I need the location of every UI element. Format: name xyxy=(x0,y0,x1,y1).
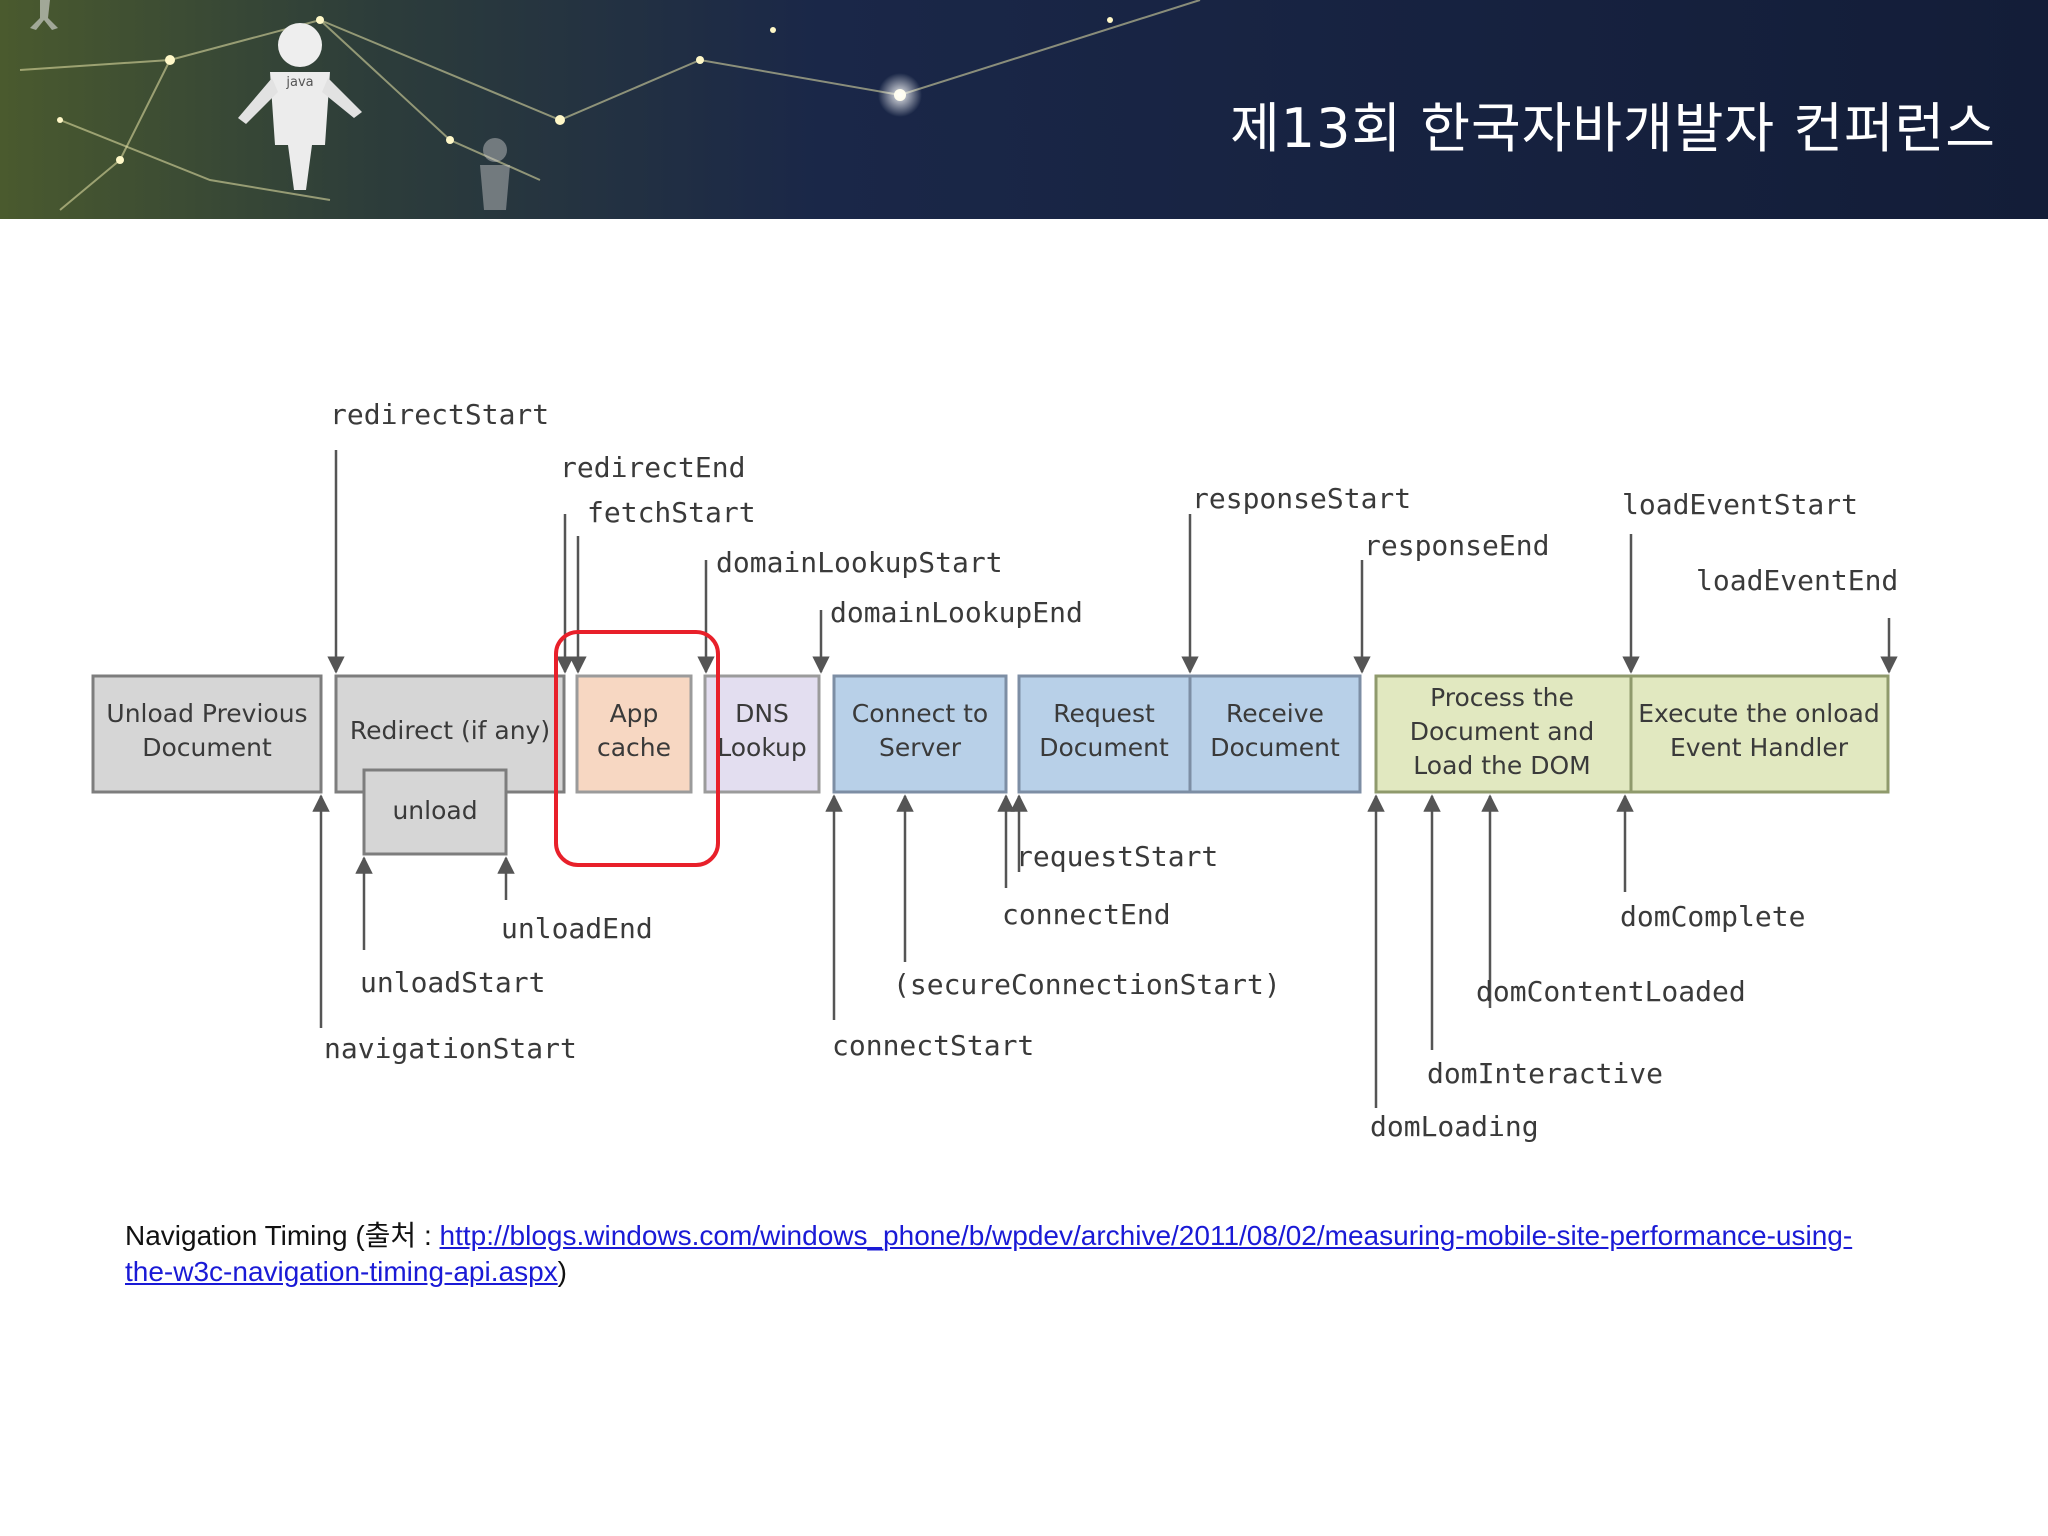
source-link[interactable]: http://blogs.windows.com/windows_phone/b… xyxy=(125,1220,1852,1287)
box-execute-onload: Execute the onload Event Handler xyxy=(1629,674,1890,794)
corner-figure-icon xyxy=(30,0,58,30)
svg-text:Process the: Process the xyxy=(1430,683,1574,712)
label-dom-interactive: domInteractive xyxy=(1427,1057,1663,1090)
caption-prefix: Navigation Timing (출처 : xyxy=(125,1220,440,1251)
box-app-cache: App cache xyxy=(575,674,693,794)
svg-text:Execute the onload: Execute the onload xyxy=(1638,699,1879,728)
box-dns-lookup: DNS Lookup xyxy=(703,674,821,794)
svg-text:Redirect (if any): Redirect (if any) xyxy=(350,716,550,745)
box-unload-previous-document: Unload Previous Document xyxy=(91,674,323,794)
label-secure-connection-start: (secureConnectionStart) xyxy=(893,968,1281,1001)
label-unload-start: unloadStart xyxy=(360,966,545,999)
label-navigation-start: navigationStart xyxy=(324,1032,577,1065)
label-redirect-start: redirectStart xyxy=(330,398,549,431)
box-connect-to-server: Connect to Server xyxy=(832,674,1008,794)
label-dom-loading: domLoading xyxy=(1370,1110,1539,1143)
label-unload-end: unloadEnd xyxy=(501,912,653,945)
svg-text:Document: Document xyxy=(1039,733,1169,762)
bottom-arrows xyxy=(312,794,1634,1108)
label-load-event-start: loadEventStart xyxy=(1622,488,1858,521)
box-receive-document: Receive Document xyxy=(1188,674,1362,794)
box-unload: unload xyxy=(362,768,508,856)
svg-text:Document: Document xyxy=(1210,733,1340,762)
page-title: 제13회 한국자바개발자 컨퍼런스 xyxy=(1230,97,1996,160)
label-response-start: responseStart xyxy=(1192,482,1411,515)
source-link-line1: http://blogs.windows.com/windows_phone/b… xyxy=(439,1220,1853,1251)
svg-text:DNS: DNS xyxy=(735,699,789,728)
label-fetch-start: fetchStart xyxy=(587,496,756,529)
label-domain-lookup-end: domainLookupEnd xyxy=(830,596,1083,629)
label-dom-complete: domComplete xyxy=(1620,900,1805,933)
java-figure-icon: java xyxy=(238,23,362,190)
source-caption: Navigation Timing (출처 : http://blogs.win… xyxy=(125,1218,1925,1290)
svg-text:Document: Document xyxy=(142,733,272,762)
top-arrows xyxy=(327,450,1898,674)
svg-text:App: App xyxy=(610,699,659,728)
label-connect-start: connectStart xyxy=(832,1029,1034,1062)
box-process-document: Process the Document and Load the DOM xyxy=(1374,674,1633,794)
svg-text:unload: unload xyxy=(392,796,477,825)
source-link-line2: the-w3c-navigation-timing-api.aspx xyxy=(125,1256,558,1287)
svg-text:cache: cache xyxy=(597,733,671,762)
svg-text:java: java xyxy=(285,75,313,90)
svg-text:Receive: Receive xyxy=(1226,699,1324,728)
app-cache-highlight xyxy=(554,630,720,867)
header-banner: java xyxy=(0,0,2048,219)
label-domain-lookup-start: domainLookupStart xyxy=(716,546,1003,579)
svg-text:Connect to: Connect to xyxy=(852,699,988,728)
label-dom-content-loaded: domContentLoaded xyxy=(1476,975,1746,1008)
label-load-event-end: loadEventEnd xyxy=(1696,564,1898,597)
svg-text:Event Handler: Event Handler xyxy=(1670,733,1849,762)
label-response-end: responseEnd xyxy=(1364,529,1549,562)
svg-text:Server: Server xyxy=(879,733,962,762)
svg-text:Request: Request xyxy=(1053,699,1155,728)
caption-suffix: ) xyxy=(557,1256,567,1287)
label-connect-end: connectEnd xyxy=(1002,898,1171,931)
svg-text:Load the DOM: Load the DOM xyxy=(1413,751,1590,780)
svg-text:Lookup: Lookup xyxy=(717,733,807,762)
label-request-start: requestStart xyxy=(1016,840,1218,873)
svg-text:Document and: Document and xyxy=(1410,717,1595,746)
svg-text:Unload Previous: Unload Previous xyxy=(106,699,307,728)
label-redirect-end: redirectEnd xyxy=(560,451,745,484)
box-request-document: Request Document xyxy=(1017,674,1192,794)
small-figure-icon xyxy=(480,138,510,210)
